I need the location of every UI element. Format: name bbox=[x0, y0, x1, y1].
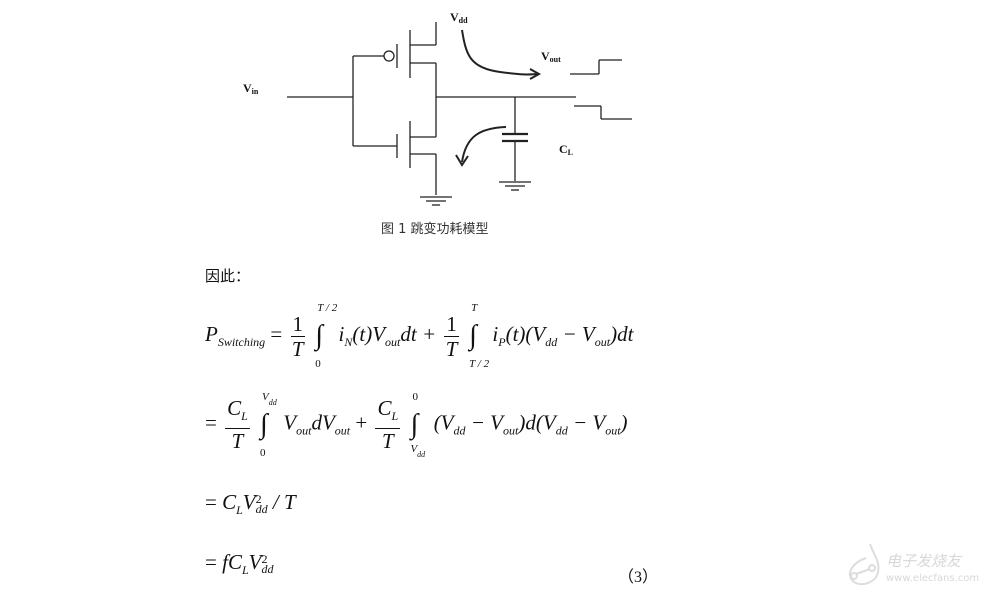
cl-label: CL bbox=[559, 142, 574, 157]
vout-label: Vout bbox=[541, 49, 561, 64]
cmos-inverter-diagram bbox=[287, 22, 632, 206]
watermark-logo-icon bbox=[848, 543, 880, 586]
vdd-label: Vdd bbox=[450, 10, 468, 25]
watermark: 电子发烧友 www.elecfans.com bbox=[840, 540, 990, 595]
circuit-figure: Vin Vdd Vout CL bbox=[230, 0, 650, 215]
therefore-text: 因此： bbox=[205, 267, 251, 285]
watermark-url: www.elecfans.com bbox=[886, 573, 980, 584]
watermark-brand: 电子发烧友 bbox=[886, 552, 962, 570]
vin-label: Vin bbox=[243, 81, 259, 96]
figure-caption: 图 1 跳变功耗模型 bbox=[381, 222, 489, 237]
equation-number: （3） bbox=[618, 569, 659, 586]
